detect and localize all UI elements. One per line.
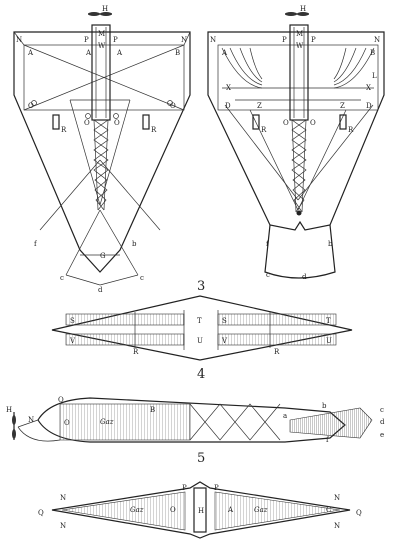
figure-3-wing-plan: S V T U S V T U R R xyxy=(51,295,353,361)
label-fig4-f: f xyxy=(326,436,330,444)
label-right-O2: O xyxy=(310,119,316,127)
gas-label-fig5-left: Gaz xyxy=(130,506,144,514)
label-fig3-T2: T xyxy=(326,317,331,325)
label-fig5-Q2: Q xyxy=(356,509,362,517)
label-left-H: H xyxy=(102,5,108,13)
figure-number-5: 5 xyxy=(197,451,205,466)
label-left-P1: P xyxy=(84,36,89,44)
label-fig3-S2: S xyxy=(222,317,227,325)
label-right-L: L xyxy=(372,72,377,80)
label-fig4-H: H xyxy=(6,406,12,414)
label-fig4-N: N xyxy=(28,416,34,424)
label-right-A: A xyxy=(221,49,228,57)
label-fig4-c: c xyxy=(380,406,384,414)
label-right-H: H xyxy=(300,5,306,13)
label-right-R2: R xyxy=(348,126,354,134)
label-right-f: f xyxy=(266,240,270,248)
gas-label-fig5-right: Gaz xyxy=(254,506,268,514)
label-left-B: B xyxy=(175,49,180,57)
label-right-c: c xyxy=(266,271,270,279)
propeller-left xyxy=(88,12,112,16)
label-fig5-N3: N xyxy=(334,494,340,502)
plan-view-left: H N N P P M W A A A B O O O O R R f b G … xyxy=(13,5,191,294)
label-fig5-P1: P xyxy=(182,484,187,492)
label-fig5-A: A xyxy=(227,506,234,514)
label-left-f: f xyxy=(34,240,38,248)
label-left-c1: c xyxy=(60,274,64,282)
label-right-P2: P xyxy=(311,36,316,44)
label-right-O1: O xyxy=(283,119,289,127)
label-fig3-V2: V xyxy=(221,337,228,345)
label-right-d: d xyxy=(302,273,307,281)
propeller-right xyxy=(285,12,309,16)
label-fig4-b: b xyxy=(322,402,327,410)
plan-view-right: H N N P P M W A B X X L D D Z Z O O R R … xyxy=(207,5,385,281)
label-left-A2: A xyxy=(85,49,92,57)
figure-number-3: 3 xyxy=(197,279,205,294)
label-right-D2: D xyxy=(366,102,372,110)
label-left-O3: O xyxy=(114,119,120,127)
lattice-keel-left xyxy=(93,119,109,211)
label-left-N1: N xyxy=(16,36,22,44)
label-left-R1: R xyxy=(61,126,67,134)
label-left-b: b xyxy=(132,240,137,248)
label-right-M: M xyxy=(296,30,303,38)
label-fig5-N1: N xyxy=(60,494,66,502)
label-fig3-T1: T xyxy=(197,317,202,325)
label-right-X1: X xyxy=(226,84,231,92)
label-left-O4: O xyxy=(170,102,176,110)
propeller-side xyxy=(12,412,16,440)
label-right-N1: N xyxy=(210,36,216,44)
label-left-M: M xyxy=(98,30,105,38)
label-fig5-N2: N xyxy=(60,522,66,530)
label-right-Z2: Z xyxy=(340,102,345,110)
label-fig3-R1: R xyxy=(133,348,139,356)
label-left-c2: c xyxy=(140,274,144,282)
label-right-B: B xyxy=(370,49,375,57)
label-fig3-R2: R xyxy=(274,348,280,356)
label-right-Z1: Z xyxy=(257,102,262,110)
label-left-A1: A xyxy=(27,49,34,57)
label-left-R2: R xyxy=(151,126,157,134)
label-right-D1: D xyxy=(225,102,231,110)
label-fig3-S1: S xyxy=(70,317,75,325)
label-right-W: W xyxy=(296,42,304,50)
label-fig5-H: H xyxy=(198,507,204,515)
label-right-X2: X xyxy=(366,84,371,92)
label-left-G: G xyxy=(100,252,106,260)
label-fig5-O: O xyxy=(170,506,176,514)
gas-label-fig4: Gaz xyxy=(100,418,114,426)
outline-right xyxy=(207,31,385,231)
label-fig3-V1: V xyxy=(69,337,76,345)
label-right-N2: N xyxy=(374,36,380,44)
label-left-O1: O xyxy=(28,102,34,110)
label-fig5-Q1: Q xyxy=(38,509,44,517)
label-right-P1: P xyxy=(282,36,287,44)
label-fig4-a: a xyxy=(283,412,287,420)
label-fig3-U2: U xyxy=(326,337,332,345)
label-left-W: W xyxy=(98,42,106,50)
outline-left xyxy=(13,31,191,273)
fan-ribs-right xyxy=(221,47,375,89)
figure-5-top-plan: Q Q N N N N P P H O A C Gaz Gaz xyxy=(38,481,362,539)
label-left-N2: N xyxy=(181,36,187,44)
label-left-A3: A xyxy=(116,49,123,57)
label-left-O2: O xyxy=(84,119,90,127)
label-fig4-O: O xyxy=(64,419,70,427)
label-fig4-e: e xyxy=(380,431,384,439)
label-left-d: d xyxy=(98,286,103,294)
label-right-R1: R xyxy=(261,126,267,134)
figure-number-4: 4 xyxy=(197,367,205,382)
label-fig4-B: B xyxy=(150,406,155,414)
label-fig3-U1: U xyxy=(197,337,203,345)
label-right-b: b xyxy=(328,240,333,248)
label-fig5-C: C xyxy=(326,506,331,514)
figure-4-side-elevation: H N Q O Gaz B a b c d e f xyxy=(6,396,385,444)
label-fig5-N4: N xyxy=(334,522,340,530)
label-fig4-d: d xyxy=(380,418,385,426)
label-fig4-Q: Q xyxy=(58,396,64,404)
label-left-P2: P xyxy=(113,36,118,44)
label-fig5-P2: P xyxy=(214,484,219,492)
